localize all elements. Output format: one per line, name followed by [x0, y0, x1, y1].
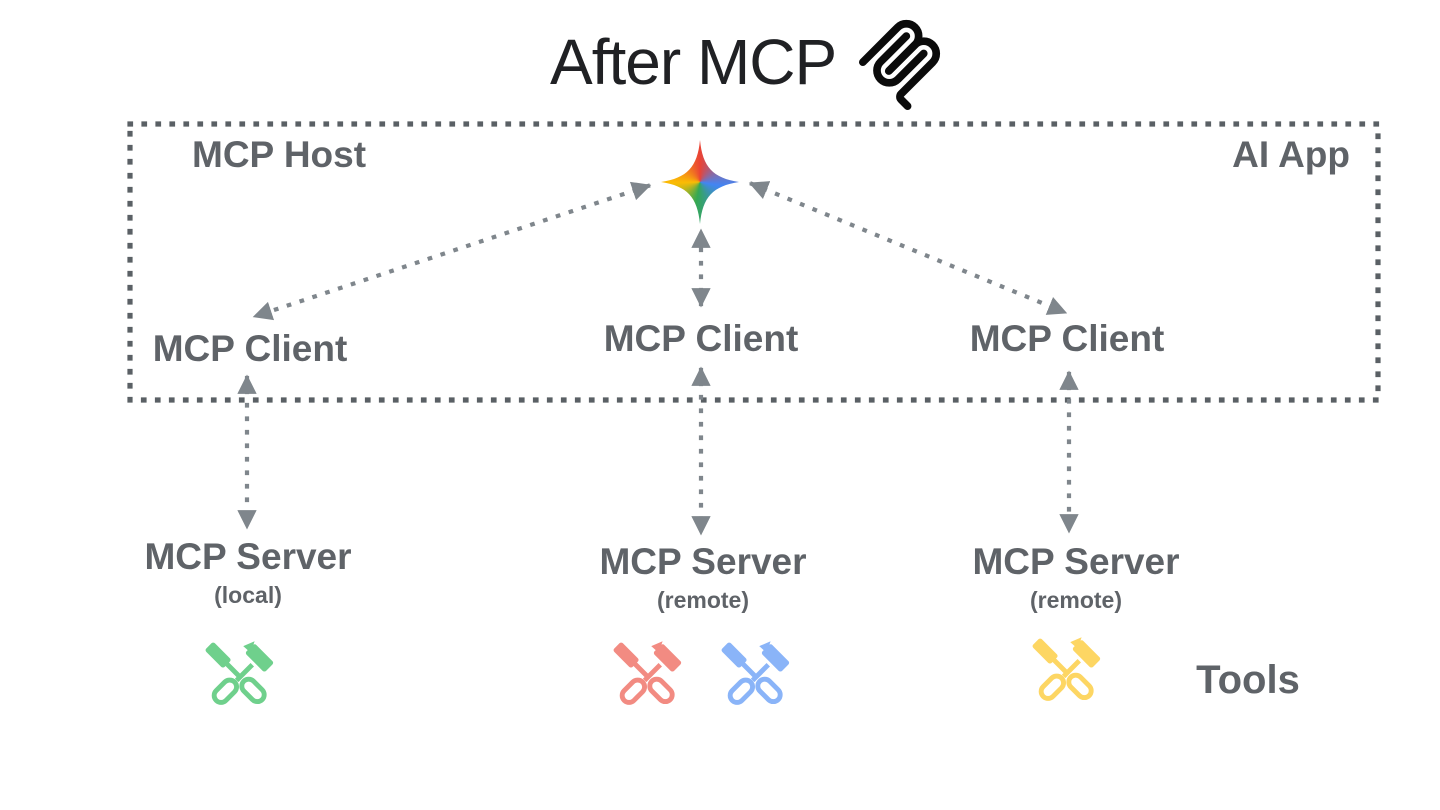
mcp-client-3-label: MCP Client [969, 318, 1165, 359]
mcp-client-2-label: MCP Client [603, 318, 799, 359]
mcp-server-remote-1: MCP Server (remote) [599, 541, 806, 614]
page-title: After MCP [550, 26, 837, 98]
ai-app-label: AI App [1232, 134, 1350, 175]
mcp-server-local: MCP Server (local) [144, 536, 351, 609]
blue-handyman-tools-icon [717, 638, 795, 716]
mcp-server-2-location: (remote) [656, 587, 750, 613]
mcp-server-3-label: MCP Server [972, 541, 1180, 582]
mcp-logo-icon [859, 19, 941, 110]
mcp-host-label: MCP Host [192, 134, 367, 175]
yellow-handyman-tools-icon [1028, 634, 1106, 712]
mcp-server-remote-2: MCP Server (remote) [972, 541, 1179, 614]
mcp-server-1-location: (local) [214, 582, 282, 608]
tools-label: Tools [1196, 658, 1300, 702]
mcp-client-1-label: MCP Client [152, 328, 348, 369]
mcp-server-1-label: MCP Server [144, 536, 352, 577]
arrow-spark-client-3 [748, 181, 1068, 315]
mcp-server-2-label: MCP Server [599, 541, 807, 582]
gemini-spark-icon [661, 140, 739, 224]
page-title-row: After MCP [550, 19, 950, 110]
green-handyman-tools-icon [201, 638, 279, 716]
mcp-server-3-location: (remote) [1029, 587, 1123, 613]
red-handyman-tools-icon [609, 638, 687, 716]
arrow-spark-client-1 [252, 181, 652, 321]
